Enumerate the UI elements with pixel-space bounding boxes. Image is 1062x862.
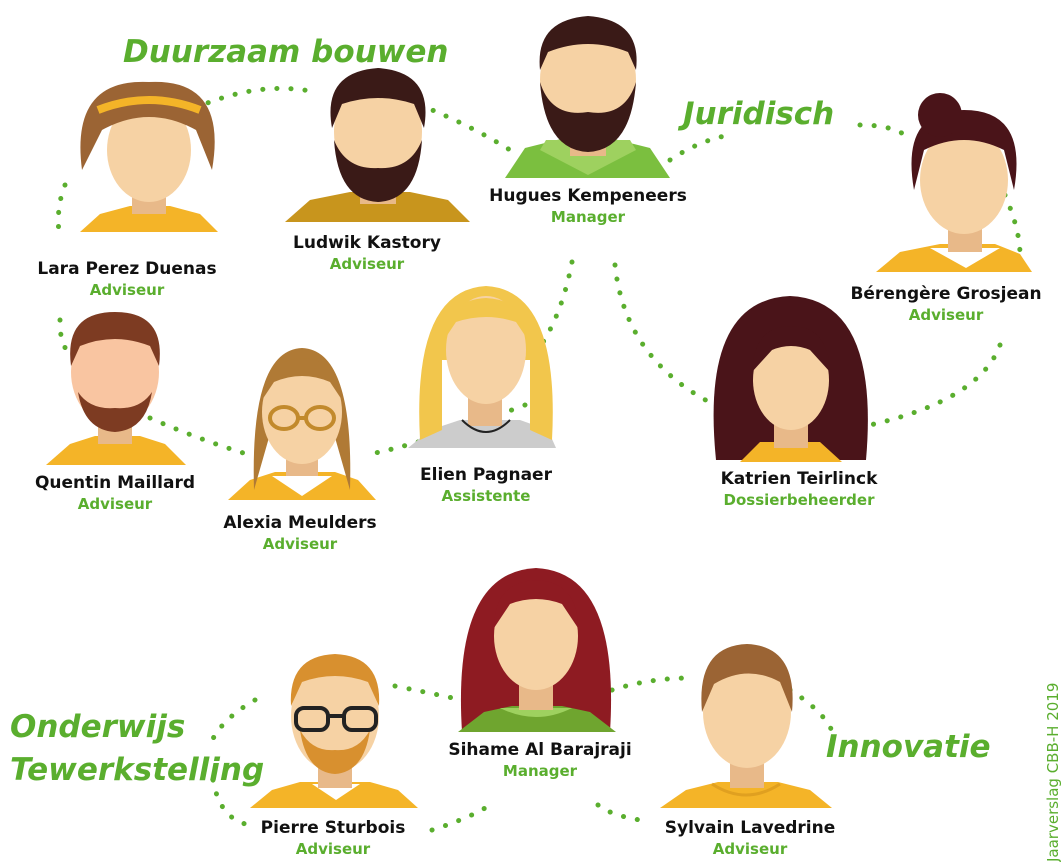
person-label-sihame: Sihame Al Barajraji Manager (448, 740, 631, 781)
avatar-sihame (458, 568, 616, 732)
person-name: Hugues Kempeneers (489, 186, 687, 206)
person-role: Assistente (441, 487, 531, 505)
person-role: Adviseur (329, 255, 405, 273)
person-role: Adviseur (77, 495, 153, 513)
report-side-label: Jaarverslag CBB-H 2019 (1044, 682, 1062, 862)
team-title-duurzaam-bouwen: Duurzaam bouwen (123, 34, 449, 70)
avatar-alexia (228, 348, 376, 500)
person-role: Manager (550, 208, 626, 226)
person-label-lara: Lara Perez Duenas Adviseur (37, 259, 216, 300)
person-label-berengere: Bérengère Grosjean Adviseur (850, 284, 1041, 325)
person-name: Elien Pagnaer (420, 465, 552, 485)
avatar-sylvain (660, 644, 832, 808)
person-name: Lara Perez Duenas (37, 259, 217, 279)
person-name: Alexia Meulders (223, 513, 377, 533)
avatar-katrien (713, 296, 868, 462)
team-title-innovatie: Innovatie (826, 729, 991, 765)
team-title-onderwijs: Onderwijs (10, 709, 186, 745)
person-role: Adviseur (908, 306, 984, 324)
avatar-elien (408, 286, 556, 448)
person-name: Quentin Maillard (34, 473, 196, 493)
avatar-hugues (505, 16, 670, 178)
person-label-ludwik: Ludwik Kastory Adviseur (293, 233, 441, 274)
person-role: Dossierbeheerder (723, 491, 875, 509)
person-name: Ludwik Kastory (293, 233, 441, 253)
avatar-ludwik (285, 68, 470, 222)
team-title-juridisch: Juridisch (683, 96, 835, 132)
person-role: Adviseur (295, 840, 371, 858)
person-role: Adviseur (89, 281, 165, 299)
person-label-alexia: Alexia Meulders Adviseur (223, 513, 376, 554)
person-role: Adviseur (262, 535, 338, 553)
avatar-quentin (46, 312, 186, 465)
team-title-tewerkstelling: Tewerkstelling (10, 752, 265, 788)
person-name: Sihame Al Barajraji (448, 740, 632, 760)
person-name: Pierre Sturbois (260, 818, 406, 838)
person-role: Adviseur (712, 840, 788, 858)
person-name: Bérengère Grosjean (850, 284, 1042, 304)
person-role: Manager (502, 762, 578, 780)
person-name: Katrien Teirlinck (720, 469, 878, 489)
person-label-quentin: Quentin Maillard Adviseur (35, 473, 195, 514)
person-label-hugues: Hugues Kempeneers Manager (489, 186, 687, 227)
avatar-lara (80, 81, 218, 232)
person-label-pierre: Pierre Sturbois Adviseur (261, 818, 406, 859)
person-name: Sylvain Lavedrine (664, 818, 836, 838)
person-label-elien: Elien Pagnaer Assistente (420, 465, 552, 506)
avatar-pierre (250, 654, 418, 808)
person-label-katrien: Katrien Teirlinck Dossierbeheerder (721, 469, 878, 510)
avatar-berengere (876, 93, 1032, 272)
person-label-sylvain: Sylvain Lavedrine Adviseur (665, 818, 835, 859)
